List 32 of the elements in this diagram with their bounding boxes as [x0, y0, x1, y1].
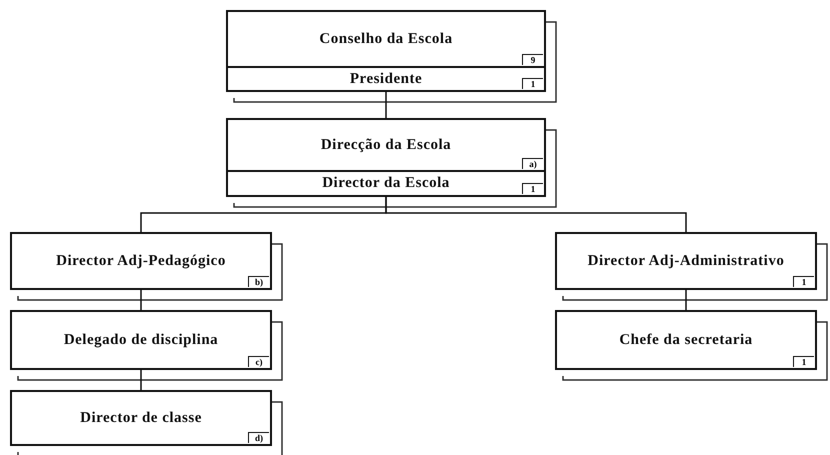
org-box	[226, 170, 546, 197]
role-title: Director da Escola	[321, 174, 451, 193]
connector-line	[385, 197, 687, 232]
count-label: d)	[248, 432, 269, 443]
org-box	[10, 390, 272, 446]
org-box	[226, 66, 546, 92]
count-label: b)	[248, 276, 269, 287]
count-label: 1	[522, 183, 543, 194]
role-title: Chefe da secretaria	[618, 330, 754, 350]
role-title: Presidente	[348, 70, 424, 88]
count-label: a)	[522, 158, 543, 169]
org-box	[10, 232, 272, 290]
role-title: Director de classe	[79, 408, 203, 428]
connector-line	[685, 290, 687, 310]
count-label: c)	[248, 356, 269, 367]
count-label: 1	[793, 356, 814, 367]
role-title: Direcção da Escola	[320, 136, 452, 154]
connector-line	[140, 290, 142, 310]
connector-line	[140, 370, 142, 390]
count-label: 9	[522, 54, 543, 65]
role-title: Delegado de disciplina	[62, 330, 220, 350]
org-box	[226, 10, 546, 68]
role-title: Conselho da Escola	[318, 30, 454, 48]
count-label: 1	[522, 78, 543, 89]
count-label: 1	[793, 276, 814, 287]
org-box	[10, 310, 272, 370]
org-box	[226, 118, 546, 172]
role-title: Director Adj-Administrativo	[586, 252, 786, 270]
org-box	[555, 232, 817, 290]
role-title: Director Adj-Pedagógico	[55, 252, 227, 270]
connector-line	[385, 92, 387, 118]
org-box	[555, 310, 817, 370]
